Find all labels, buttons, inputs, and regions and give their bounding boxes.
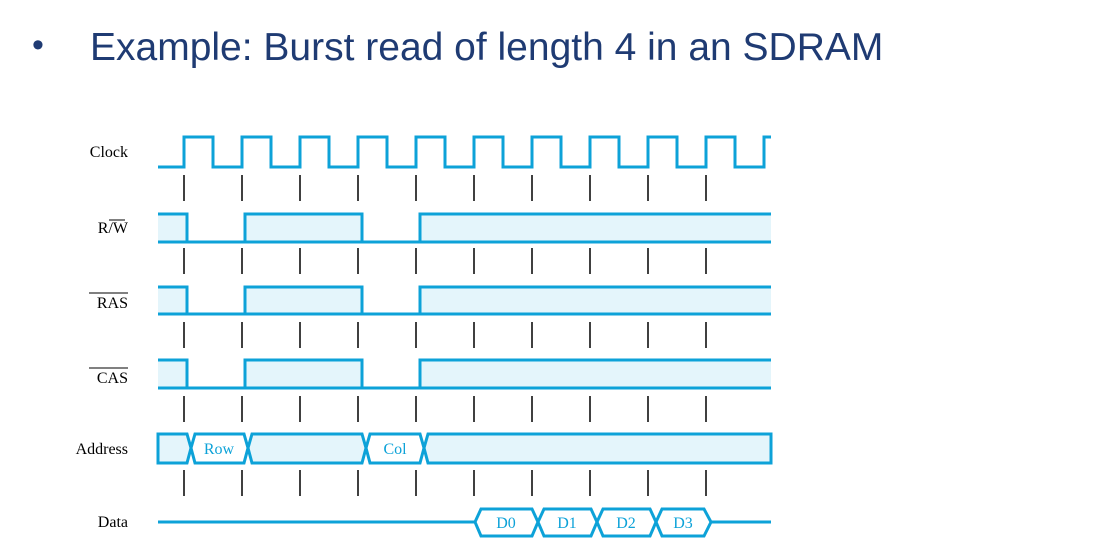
- rw-high-segment: [245, 214, 362, 242]
- svg-text:RAS: RAS: [97, 295, 128, 312]
- address-bus: Row Col: [156, 432, 773, 465]
- slide-title: Example: Burst read of length 4 in an SD…: [90, 26, 884, 69]
- data-word-label: D1: [557, 515, 577, 532]
- svg-text:CAS: CAS: [97, 370, 128, 387]
- data-word-label: D3: [673, 515, 693, 532]
- ras-high-segment: [420, 287, 771, 314]
- data-bus: D0 D1 D2 D3: [158, 507, 771, 538]
- address-row-label: Row: [204, 441, 235, 458]
- cas-high-segment: [245, 360, 362, 388]
- ras-waveform: [158, 285, 771, 316]
- data-word-label: D0: [496, 515, 516, 532]
- svg-text:R/W: R/W: [98, 220, 129, 237]
- ras-high-segment: [158, 287, 187, 314]
- address-col-label: Col: [383, 441, 407, 458]
- address-label: Address: [76, 441, 128, 458]
- ras-label: RAS: [89, 292, 128, 312]
- address-segment: [246, 432, 368, 465]
- rw-label: R/W: [98, 219, 129, 237]
- ras-high-segment: [245, 287, 362, 314]
- rw-waveform: [158, 212, 771, 244]
- cas-high-segment: [158, 360, 187, 388]
- bullet-point: •: [32, 26, 44, 64]
- rw-high-segment: [158, 214, 187, 242]
- cas-waveform: [158, 358, 771, 390]
- address-segment: [156, 432, 193, 465]
- address-segment: [422, 432, 773, 465]
- rw-high-segment: [420, 214, 771, 242]
- clock-waveform: [158, 135, 771, 169]
- data-label: Data: [98, 514, 128, 531]
- data-word-label: D2: [616, 515, 636, 532]
- clock-label: Clock: [90, 144, 128, 161]
- clock-edge-ticks: [183, 175, 707, 496]
- cas-label: CAS: [89, 367, 128, 387]
- cas-high-segment: [420, 360, 771, 388]
